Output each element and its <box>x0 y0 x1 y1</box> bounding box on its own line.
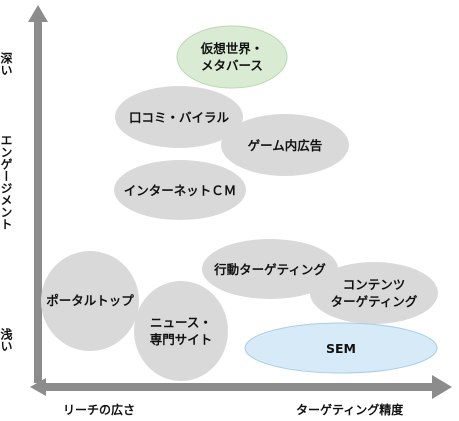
x-axis-bar <box>40 383 430 391</box>
axes <box>28 5 452 399</box>
node-news-ellipse <box>134 281 228 381</box>
node-behavioral-ellipse <box>202 239 338 299</box>
node-internet-cm-ellipse <box>114 160 246 220</box>
node-virtual-ellipse <box>176 25 288 89</box>
node-portal: ポータルトップ <box>41 251 139 351</box>
node-contents-ellipse <box>310 262 438 324</box>
node-news-label-2: 専門サイト <box>150 332 213 347</box>
node-sem: SEM <box>244 322 438 374</box>
node-internet-cm: インターネットＣＭ <box>114 160 246 220</box>
node-portal-ellipse <box>41 251 139 351</box>
node-portal-label: ポータルトップ <box>46 293 134 308</box>
node-game-label: ゲーム内広告 <box>248 138 323 153</box>
node-virtual-label-2: メタバース <box>201 58 263 73</box>
y-axis-bottom-label: 浅い <box>0 327 13 352</box>
x-axis-right-label: ターゲティング精度 <box>296 402 404 417</box>
y-axis-arrow <box>28 5 48 383</box>
node-behavioral-label: 行動ターゲティング <box>213 262 326 277</box>
node-virtual: 仮想世界・ メタバース <box>176 25 288 89</box>
node-sem-label: SEM <box>326 341 356 356</box>
node-contents: コンテンツ ターゲティング <box>310 262 438 324</box>
x-axis-left-label: リーチの広さ <box>63 402 135 417</box>
node-virtual-label-1: 仮想世界・ <box>200 41 264 56</box>
node-internet-cm-label: インターネットＣＭ <box>124 183 237 198</box>
node-contents-label-2: ターゲティング <box>331 294 418 309</box>
node-news-label-1: ニュース・ <box>150 315 212 330</box>
x-axis-arrow-right <box>428 375 452 399</box>
node-behavioral: 行動ターゲティング <box>202 239 338 299</box>
y-axis-top-label: 深い <box>0 51 13 76</box>
node-news: ニュース・ 専門サイト <box>134 281 228 381</box>
node-sem-ellipse <box>244 322 438 374</box>
node-kuchikomi: 口コミ・バイラル <box>115 86 243 148</box>
node-contents-label-1: コンテンツ <box>343 277 406 292</box>
node-game: ゲーム内広告 <box>221 114 349 176</box>
node-kuchikomi-ellipse <box>115 86 243 148</box>
node-kuchikomi-label: 口コミ・バイラル <box>129 110 230 125</box>
node-game-ellipse <box>221 114 349 176</box>
y-axis-title: エンゲージメント <box>0 134 13 230</box>
